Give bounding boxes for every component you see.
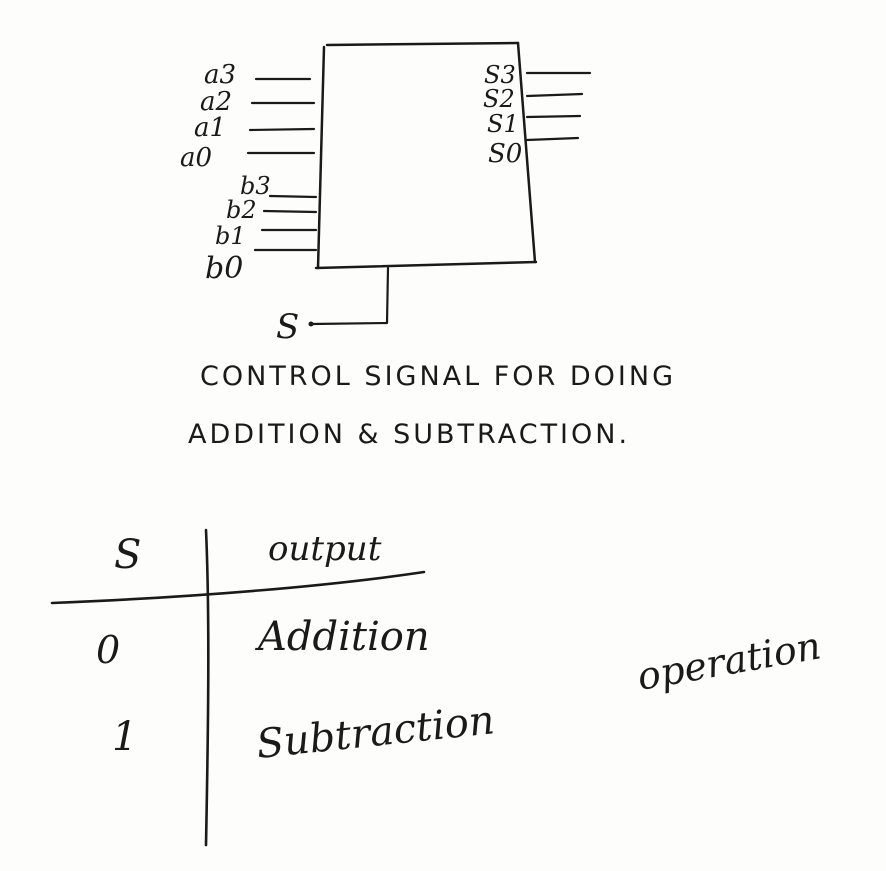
truth-table-lines <box>50 528 426 847</box>
s-output-wires <box>525 71 592 142</box>
b-input-wires <box>253 194 318 252</box>
table-row-1-s: 1 <box>112 714 137 760</box>
label-s0: S0 <box>488 139 522 169</box>
label-a2: a2 <box>200 87 232 117</box>
table-header-output: output <box>268 529 382 569</box>
a-input-wires <box>246 77 316 155</box>
adder-block <box>314 41 538 270</box>
label-b0: b0 <box>205 251 243 286</box>
table-row-1-output: Subtraction <box>254 697 496 768</box>
label-a0: a0 <box>180 143 212 173</box>
caption-line-2: ADDITION & SUBTRACTION. <box>188 419 630 450</box>
label-b3: b3 <box>240 172 271 200</box>
label-a1: a1 <box>194 113 226 143</box>
label-control-s: S <box>276 307 299 347</box>
label-b1: b1 <box>215 222 246 250</box>
caption-line-1: CONTROL SIGNAL FOR DOING <box>200 361 676 392</box>
control-wire <box>308 266 390 327</box>
label-s1: S1 <box>487 110 519 138</box>
label-s2: S2 <box>483 85 515 113</box>
table-header-s: S <box>114 532 141 578</box>
table-note-operation: operation <box>634 623 824 699</box>
label-a3: a3 <box>204 60 236 90</box>
label-s3: S3 <box>484 61 516 89</box>
table-row-0-s: 0 <box>96 628 120 672</box>
label-b2: b2 <box>226 196 257 224</box>
table-row-0-output: Addition <box>254 614 430 660</box>
